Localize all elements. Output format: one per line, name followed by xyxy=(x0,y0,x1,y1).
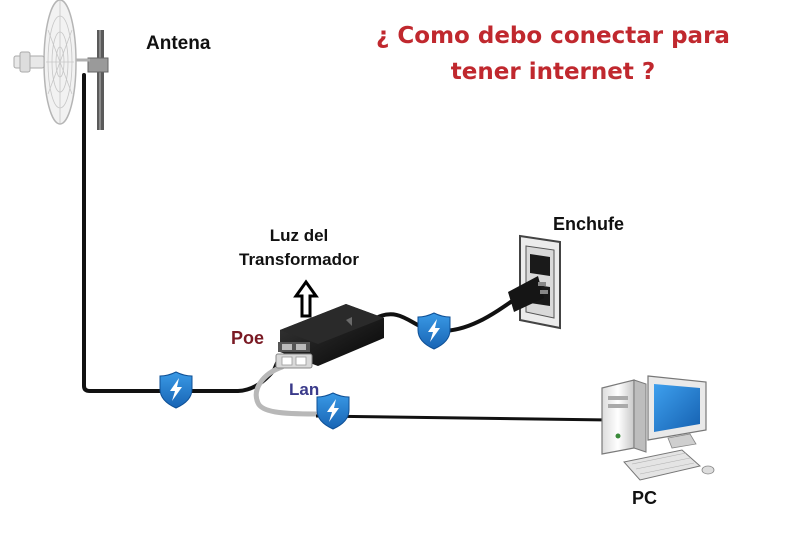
title-line-1: ¿ Como debo conectar para xyxy=(376,23,730,49)
lightning-shield-icon xyxy=(316,392,350,430)
up-arrow-icon xyxy=(293,279,319,318)
lightning-shield-icon xyxy=(159,371,193,409)
lan-patch-cable xyxy=(253,364,319,417)
pc-computer xyxy=(601,375,715,481)
transformer-light-label-line-2: Transformador xyxy=(239,250,359,269)
poe-label: Poe xyxy=(231,328,265,348)
title-line-2: tener internet ? xyxy=(450,59,656,85)
transformer-light-label-line-1: Luz del xyxy=(269,226,329,245)
antenna-label: Antena xyxy=(146,33,211,54)
lan-label: Lan xyxy=(289,380,320,399)
lightning-shield-icon xyxy=(417,312,451,350)
wall-outlet xyxy=(508,234,561,330)
pc-cable xyxy=(315,414,611,422)
transformer-light-label: Luz del Transformador xyxy=(214,224,384,272)
diagram-title: ¿ Como debo conectar para tener internet… xyxy=(348,18,758,90)
outlet-cable xyxy=(374,288,530,334)
outlet-label: Enchufe xyxy=(553,214,625,234)
poe-injector xyxy=(275,304,384,369)
antenna-dish xyxy=(13,0,109,130)
pc-label: PC xyxy=(632,488,658,508)
